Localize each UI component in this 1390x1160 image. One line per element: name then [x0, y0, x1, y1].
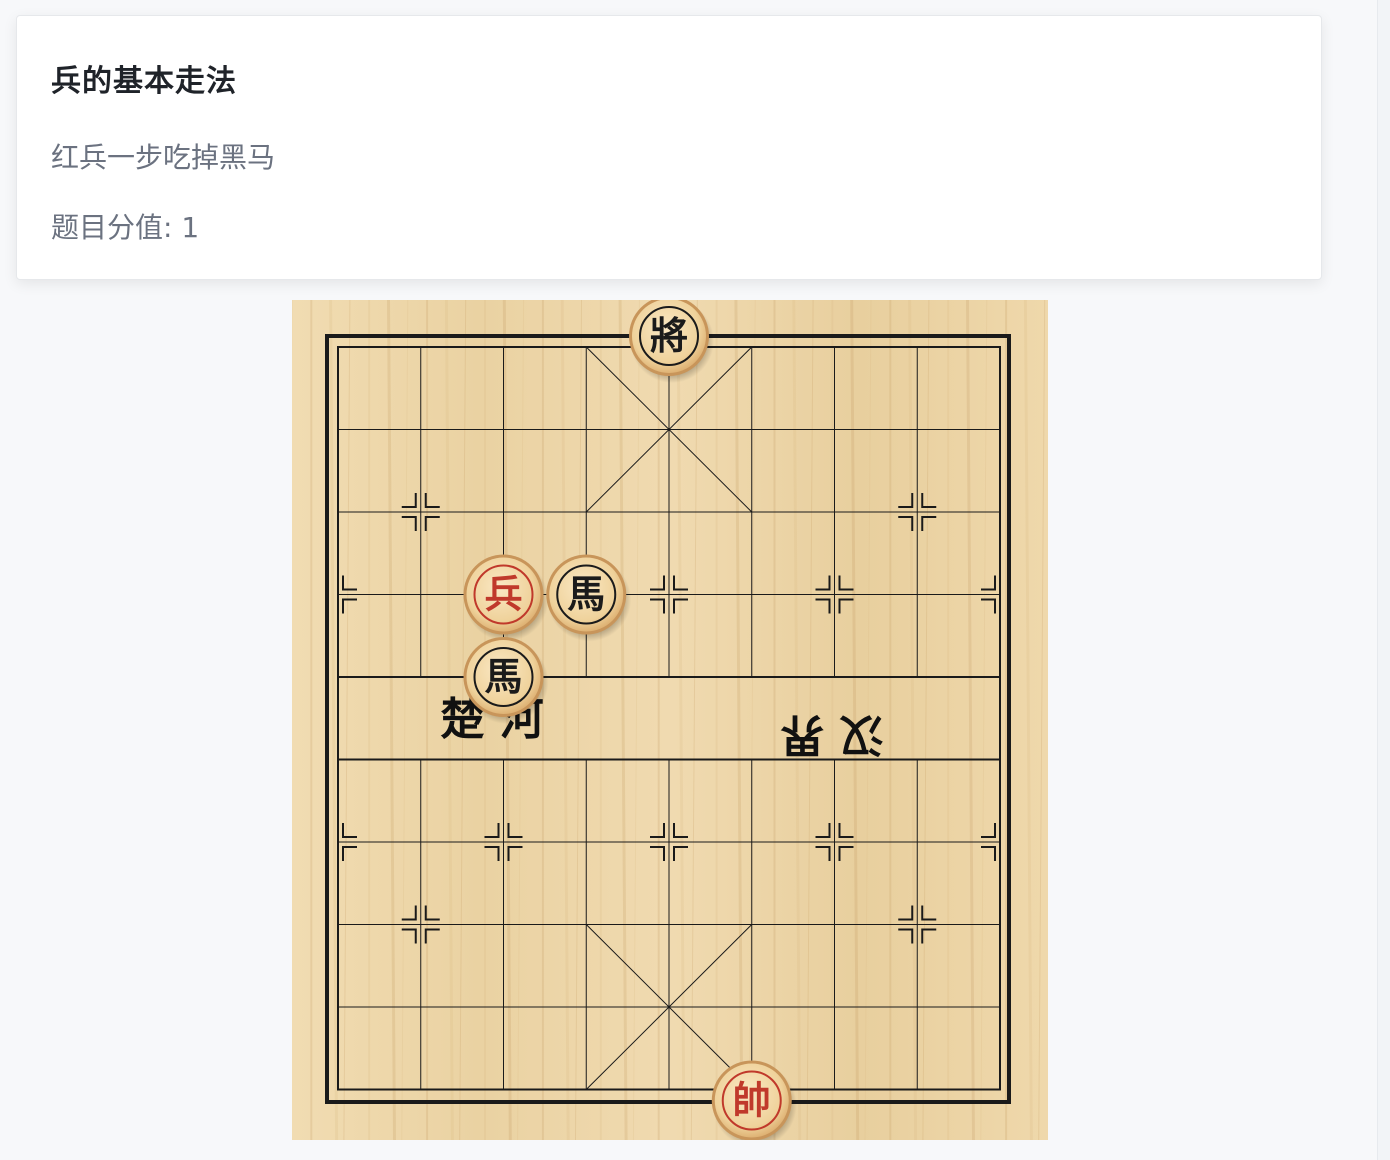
red-marshal-label: 帥 [733, 1078, 771, 1123]
position-marker [401, 928, 417, 944]
red-marshal-piece[interactable]: 帥 [711, 1060, 797, 1141]
position-marker [507, 823, 523, 838]
question-description: 红兵一步吃掉黑马 [51, 141, 276, 174]
river-text-right: 汉 界 [780, 709, 883, 760]
board-background [292, 300, 1048, 1140]
question-score: 题目分值: 1 [51, 211, 200, 244]
position-marker [815, 575, 831, 591]
position-marker [342, 598, 357, 614]
position-marker [673, 823, 688, 838]
position-marker [401, 493, 417, 508]
position-marker [921, 928, 937, 944]
position-marker [507, 846, 523, 861]
black-general-piece[interactable]: 將 [629, 300, 714, 383]
black-horse-1-piece[interactable]: 馬 [546, 554, 632, 642]
position-marker [921, 905, 937, 921]
position-marker [921, 493, 937, 508]
position-marker [650, 575, 665, 591]
position-marker [401, 516, 417, 531]
position-marker [424, 928, 440, 944]
position-marker [898, 493, 914, 508]
palace-diagonal [585, 924, 753, 1090]
position-marker [898, 928, 914, 944]
position-marker [342, 823, 357, 838]
position-marker [981, 823, 996, 838]
position-marker [484, 823, 500, 838]
position-marker [981, 846, 996, 861]
question-title: 兵的基本走法 [51, 64, 237, 99]
position-marker [815, 823, 831, 838]
position-marker [650, 823, 665, 838]
position-marker [401, 905, 417, 921]
scrollbar-track[interactable] [1377, 0, 1390, 1160]
position-marker [673, 846, 688, 861]
position-marker [650, 598, 665, 614]
position-marker [484, 846, 500, 861]
position-marker [981, 575, 996, 591]
position-marker [815, 598, 831, 614]
black-general-label: 將 [650, 313, 688, 358]
position-marker [342, 846, 357, 861]
position-marker [342, 575, 357, 591]
black-horse-1-label: 馬 [567, 572, 605, 617]
position-marker [815, 846, 831, 861]
black-horse-2-piece[interactable]: 馬 [463, 637, 549, 724]
position-marker [838, 823, 854, 838]
position-marker [838, 598, 854, 614]
position-marker [898, 905, 914, 921]
position-marker [424, 905, 440, 921]
position-marker [673, 575, 688, 591]
question-card: 兵的基本走法 红兵一步吃掉黑马 题目分值: 1 [16, 15, 1322, 280]
position-marker [650, 846, 665, 861]
black-horse-2-label: 馬 [484, 654, 522, 699]
palace-diagonal [585, 346, 753, 513]
red-soldier-label: 兵 [484, 572, 522, 617]
position-marker [981, 598, 996, 614]
position-marker [898, 516, 914, 531]
position-marker [673, 598, 688, 614]
position-marker [838, 846, 854, 861]
position-marker [424, 493, 440, 508]
red-soldier-piece[interactable]: 兵 [463, 554, 549, 642]
position-marker [838, 575, 854, 591]
position-marker [424, 516, 440, 531]
position-marker [921, 516, 937, 531]
